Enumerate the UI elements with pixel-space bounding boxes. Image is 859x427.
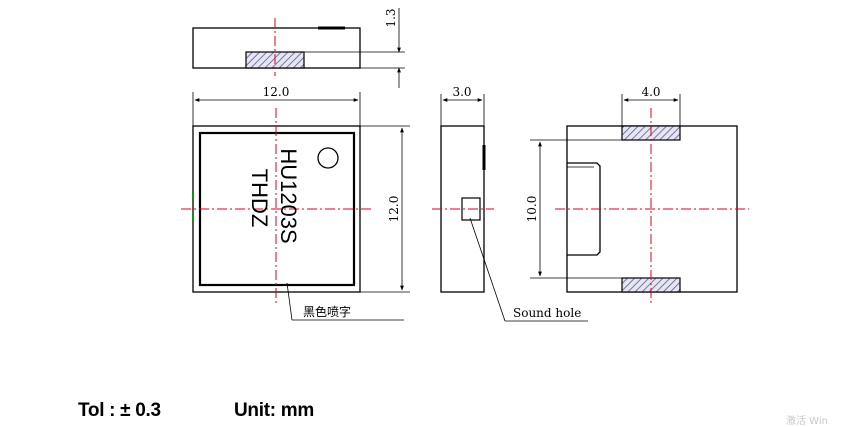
side-view: 1.3 (192, 8, 405, 88)
sound-hole-callout: Sound hole (513, 306, 581, 320)
bottom-view: 4.0 10.0 (525, 85, 749, 305)
top-view: 12.0 HU1203S THDZ 12.0 黑色喷字 (181, 85, 410, 321)
pad-width-dimension: 4.0 (641, 85, 660, 99)
unit-label: Unit: mm (234, 400, 314, 421)
mechanical-drawing: 1.3 12.0 HU1203S THDZ 12.0 黑色喷字 3.0 (181, 8, 749, 322)
height-dimension: 12.0 (387, 196, 401, 223)
polarity-mark (317, 147, 339, 169)
tolerance-label: Tol : ± 0.3 (78, 400, 161, 421)
profile-view: 3.0 Sound hole (432, 85, 588, 322)
marking-line-1: HU1203S (276, 148, 301, 243)
pad-spacing-dimension: 10.0 (525, 196, 539, 223)
depth-dimension: 3.0 (452, 85, 471, 99)
print-note-callout: 黑色喷字 (303, 304, 351, 319)
thickness-dimension: 1.3 (384, 8, 398, 27)
width-dimension: 12.0 (263, 85, 290, 99)
activation-watermark: 激活 Win (786, 416, 828, 427)
marking-line-2: THDZ (247, 169, 272, 228)
